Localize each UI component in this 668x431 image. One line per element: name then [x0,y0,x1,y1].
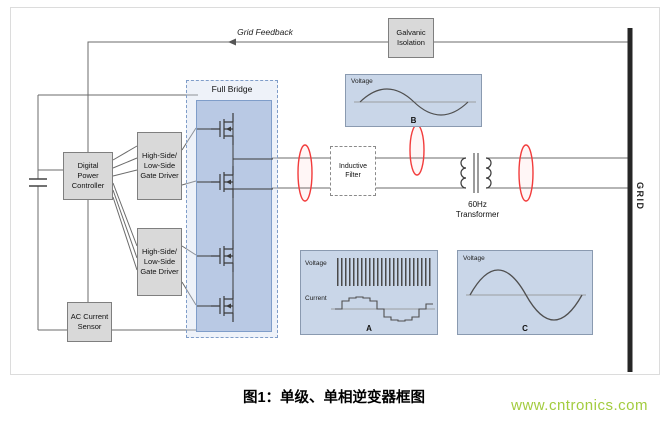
digital-power-controller-box: Digital Power Controller [63,152,113,200]
galvanic-isolation-box: Galvanic Isolation [388,18,434,58]
inductive-filter-box: Inductive Filter [330,146,376,196]
full-bridge-inner [196,100,273,332]
voltage-label-b: Voltage [351,78,373,85]
full-bridge-label: Full Bridge [211,84,253,94]
figure-caption: 图1：单级、单相逆变器框图 [242,390,426,406]
waveform-panel-a: Voltage Current A [300,250,438,335]
waveform-panel-b: Voltage B [345,74,482,127]
probe-ellipse-c [518,144,534,202]
sine-wave-c-icon [466,269,586,321]
marker-a: A [366,324,372,333]
gate-driver-bottom-box: High-Side/ Low-Side Gate Driver [137,228,182,296]
grid-feedback-label: Grid Feedback [237,27,293,37]
probe-ellipse-b [409,124,425,176]
watermark-text: www.cntronics.com [511,397,648,414]
grid-label: GRID [635,182,645,211]
transformer-icon [460,153,492,193]
transformer-label: 60Hz Transformer [455,200,500,220]
feedback-arrow-icon [228,38,236,46]
sine-wave-b-icon [354,88,476,116]
probe-ellipse-a [297,144,313,202]
voltage-label-a: Voltage [305,260,327,267]
pwm-wave-icon [337,258,431,286]
waveform-panel-c: Voltage C [457,250,593,335]
wires [37,41,628,331]
current-label-a: Current [305,295,327,302]
marker-b: B [410,116,417,125]
mosfet-bridge-icon [197,112,273,323]
stepped-current-wave-icon [331,296,435,322]
capacitor-icon [29,178,47,187]
voltage-label-c: Voltage [463,255,485,262]
gate-driver-top-box: High-Side/ Low-Side Gate Driver [137,132,182,200]
ac-current-sensor-box: AC Current Sensor [67,302,112,342]
marker-c: C [522,324,528,333]
